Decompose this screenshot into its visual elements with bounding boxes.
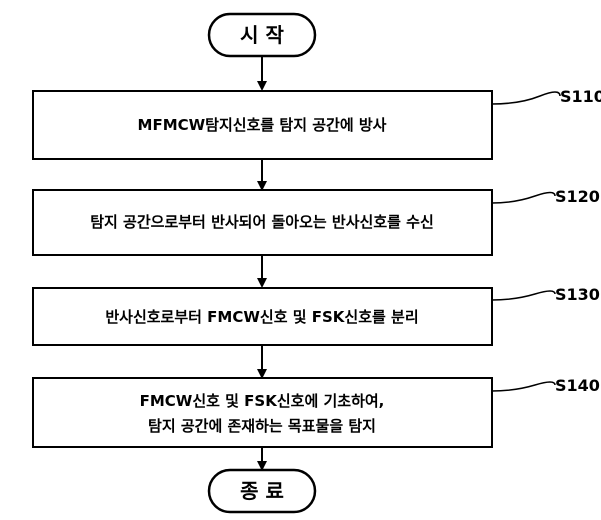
step-s110-text: MFMCW탐지신호를 탐지 공간에 방사 bbox=[138, 116, 387, 134]
step-s110-id: S110 bbox=[560, 87, 601, 106]
end-label: 종 료 bbox=[240, 479, 284, 503]
step-s140-text-line1: FMCW신호 및 FSK신호에 기초하여, bbox=[140, 392, 385, 410]
step-s120-leader bbox=[491, 191, 556, 204]
start-label: 시 작 bbox=[240, 23, 284, 47]
end-terminal: 종 료 bbox=[207, 468, 317, 514]
step-s130-leader bbox=[491, 290, 556, 301]
step-s110-leader bbox=[491, 91, 561, 105]
step-s130-id: S130 bbox=[555, 285, 600, 304]
step-s140: FMCW신호 및 FSK신호에 기초하여, 탐지 공간에 존재하는 목표물을 탐… bbox=[32, 376, 600, 448]
step-s120-id: S120 bbox=[555, 187, 600, 206]
step-s110: MFMCW탐지신호를 탐지 공간에 방사 S110 bbox=[32, 87, 601, 160]
step-s120-text: 탐지 공간으로부터 반사되어 돌아오는 반사신호를 수신 bbox=[90, 213, 434, 231]
step-s140-text-line2: 탐지 공간에 존재하는 목표물을 탐지 bbox=[148, 417, 376, 435]
step-s140-id: S140 bbox=[555, 376, 600, 395]
step-s130-text: 반사신호로부터 FMCW신호 및 FSK신호를 분리 bbox=[105, 308, 418, 326]
step-s140-leader bbox=[491, 381, 556, 392]
step-s130: 반사신호로부터 FMCW신호 및 FSK신호를 분리 S130 bbox=[32, 285, 600, 346]
start-terminal: 시 작 bbox=[207, 12, 317, 58]
step-s120: 탐지 공간으로부터 반사되어 돌아오는 반사신호를 수신 S120 bbox=[32, 187, 600, 256]
